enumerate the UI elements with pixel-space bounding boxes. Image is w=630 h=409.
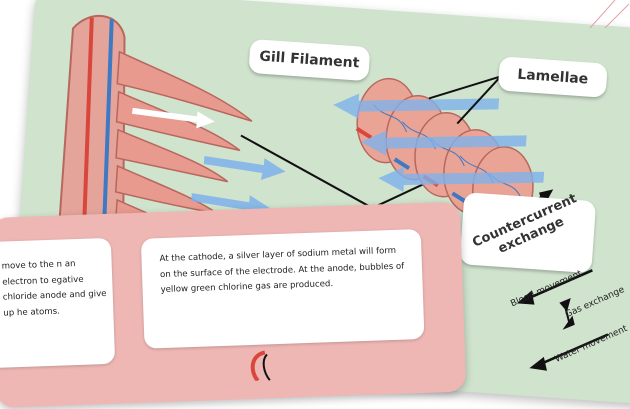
countercurrent-box: Countercurrent exchange <box>459 192 596 273</box>
connector-line-1 <box>236 135 380 210</box>
water-flow-arrowhead <box>196 111 215 129</box>
right-note-text: At the cathode, a silver layer of sodium… <box>141 229 423 309</box>
left-note-text: move to the n an electron to egative chl… <box>1 256 108 322</box>
red-curve-decoration <box>243 350 274 381</box>
right-note-box: At the cathode, a silver layer of sodium… <box>141 229 425 349</box>
countercurrent-label: Countercurrent exchange <box>461 187 595 270</box>
notes-card: move to the n an electron to egative chl… <box>0 202 466 408</box>
corner-decoration <box>585 0 630 30</box>
left-note-box: move to the n an electron to egative chl… <box>0 238 115 370</box>
